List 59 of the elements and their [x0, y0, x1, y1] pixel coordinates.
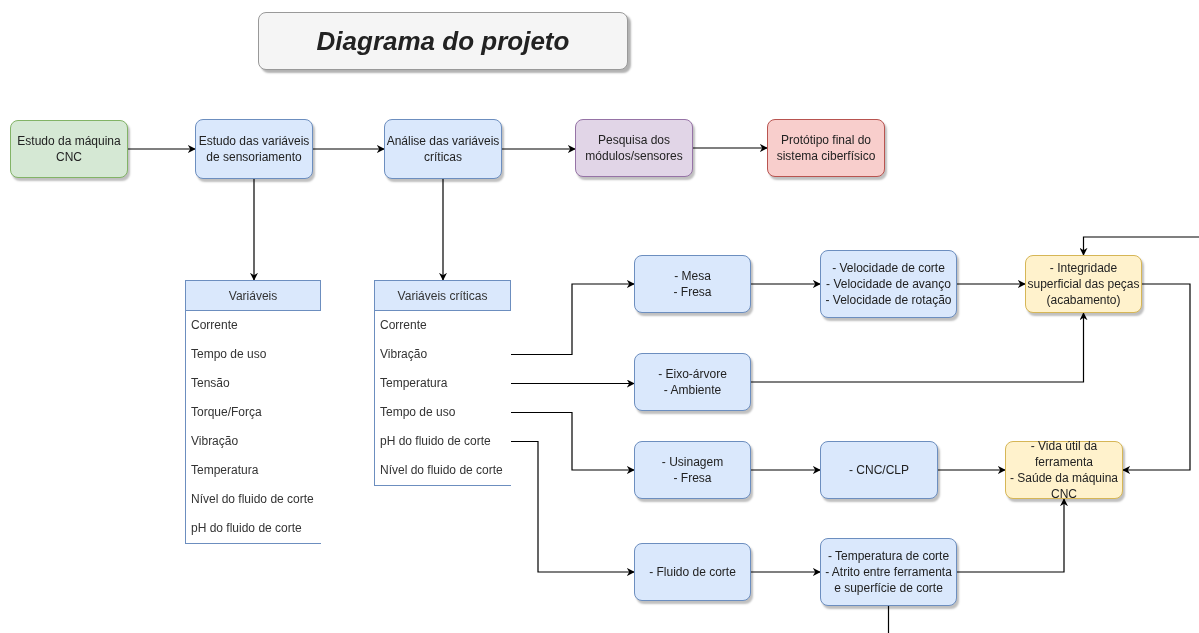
process-box — [634, 255, 751, 313]
box-text: Pesquisa dos módulos/sensores — [584, 132, 684, 164]
box-text: - Integridade superficial das peças (acabamento) — [1026, 260, 1141, 308]
box-text: - Velocidade de rotação — [825, 292, 952, 308]
arrow — [956, 280, 1026, 288]
table-panel — [185, 280, 321, 544]
box-text: - Vida útil da ferramenta — [1029, 438, 1099, 470]
process-box — [767, 119, 885, 177]
arrow — [312, 145, 385, 153]
connector-line — [887, 605, 890, 633]
box-text: - Velocidade de avanço — [826, 276, 951, 292]
arrow — [510, 440, 635, 576]
arrow — [692, 144, 768, 152]
arrow — [750, 312, 1088, 383]
box-text: - Fresa — [673, 284, 712, 300]
table-panel — [374, 280, 511, 486]
box-text: - Atrito entre ferramenta e superfície de corte — [824, 564, 953, 596]
box-text: - Mesa — [674, 268, 711, 284]
process-box — [820, 250, 957, 318]
process-box — [634, 353, 751, 411]
arrow — [956, 498, 1068, 573]
table-header: Variáveis — [186, 281, 320, 311]
arrow — [127, 145, 196, 153]
arrow — [750, 280, 821, 288]
box-text: - Usinagem — [661, 454, 724, 470]
arrow — [937, 466, 1006, 474]
process-box — [820, 538, 957, 606]
box-text: Análise das variáveis críticas — [385, 133, 501, 165]
box-text: - Eixo-árvore — [658, 366, 727, 382]
arrow — [750, 466, 821, 474]
process-box — [634, 441, 751, 499]
box-text: - Fluido de corte — [649, 564, 736, 580]
arrow — [510, 379, 635, 388]
arrow — [1079, 236, 1199, 256]
arrow — [750, 568, 821, 576]
process-box — [10, 120, 128, 178]
box-text: Protótipo final do sistema ciberfísico — [775, 132, 877, 164]
box-text: - Fresa — [673, 470, 712, 486]
process-box — [575, 119, 693, 177]
process-box — [634, 543, 751, 601]
box-text: - Temperatura de corte — [827, 548, 950, 564]
process-box — [820, 441, 938, 499]
arrow — [501, 145, 576, 153]
box-text: - Ambiente — [663, 382, 722, 398]
arrow — [510, 280, 635, 356]
table-header: Variáveis críticas — [375, 281, 510, 311]
process-box — [1005, 441, 1123, 499]
box-text: - CNC/CLP — [849, 462, 909, 478]
box-text: - Velocidade de corte — [832, 260, 945, 276]
arrow — [1122, 283, 1191, 474]
title-box: Diagrama do projeto — [258, 12, 628, 70]
box-text: Estudo das variáveis de sensoriamento — [197, 133, 311, 165]
box-text: - Saúde da máquina CNC — [1008, 470, 1120, 502]
box-text: Estudo da máquina CNC — [16, 133, 122, 165]
process-box — [195, 119, 313, 179]
process-box — [384, 119, 502, 179]
arrow — [250, 178, 258, 281]
arrow — [439, 178, 447, 281]
arrow — [510, 411, 635, 474]
